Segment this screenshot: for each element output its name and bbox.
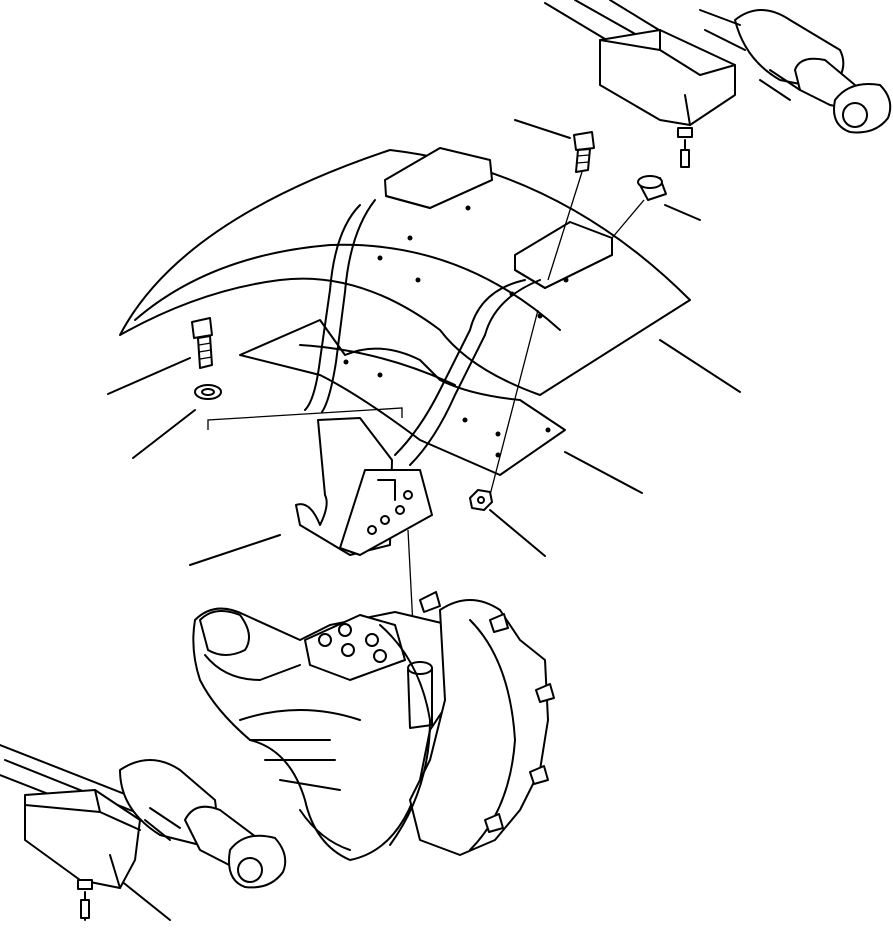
washer xyxy=(194,384,222,400)
steering-cylinder-top xyxy=(544,0,892,134)
wheel-studs xyxy=(419,591,555,833)
fender xyxy=(119,149,691,476)
bracket-rail xyxy=(304,147,613,466)
cap-screw-small-bottom xyxy=(77,879,93,921)
axle-hub xyxy=(192,599,549,861)
cylinder-guard-bottom xyxy=(24,789,141,889)
nut xyxy=(469,489,493,511)
cylinder-guard-top xyxy=(599,29,736,126)
bushing xyxy=(637,175,667,201)
steering-cylinder-bottom xyxy=(0,744,287,889)
cap-screw xyxy=(191,317,213,369)
cap-screw-small-top xyxy=(677,127,693,168)
fender-rivets xyxy=(343,205,569,458)
cap-screw-right xyxy=(573,131,595,173)
leader-lines xyxy=(107,119,741,921)
fender-bracket xyxy=(295,417,433,556)
